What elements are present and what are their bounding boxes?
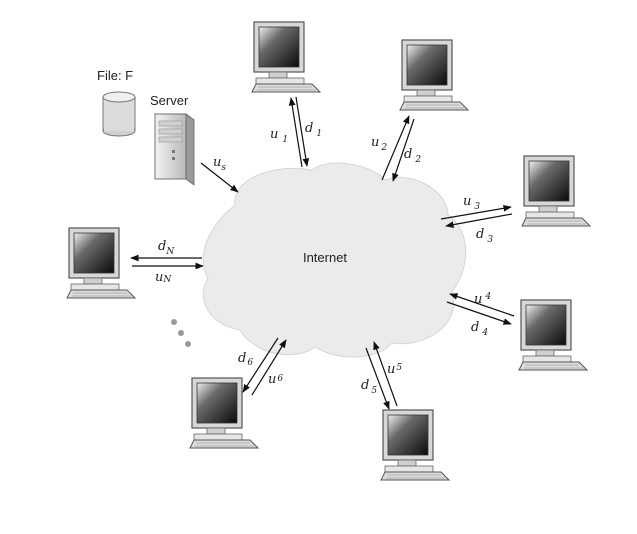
peer-5-computer-icon bbox=[380, 409, 450, 481]
peer-6-upload-label: u6 bbox=[268, 372, 283, 387]
peer-4-computer-icon bbox=[518, 299, 588, 371]
file-label: File: F bbox=[97, 68, 133, 83]
peer-4-download-arrow bbox=[446, 301, 512, 325]
peer-N-upload-label: uN bbox=[155, 270, 172, 285]
peer-5-upload-arrow bbox=[373, 341, 398, 407]
server-label: Server bbox=[150, 93, 189, 108]
server-upload-arrow bbox=[200, 162, 239, 193]
peer-5-download-arrow bbox=[365, 347, 390, 410]
internet-label: Internet bbox=[303, 250, 347, 265]
peer-2-download-arrow bbox=[392, 118, 415, 182]
file-database-icon bbox=[102, 91, 136, 137]
peer-3-upload-arrow bbox=[440, 204, 512, 220]
server-upload-label: us bbox=[213, 155, 226, 173]
peer-3-computer-icon bbox=[521, 155, 591, 227]
more-peers-ellipsis bbox=[171, 319, 191, 347]
internet-cloud bbox=[202, 162, 467, 358]
peer-6-download-label: d6 bbox=[238, 351, 253, 368]
peer-1-upload-arrow bbox=[288, 97, 303, 168]
peer-2-computer-icon bbox=[399, 39, 469, 111]
peer-3-download-arrow bbox=[445, 213, 513, 228]
peer-1-download-arrow bbox=[295, 96, 310, 167]
peer-1-computer-icon bbox=[251, 21, 321, 93]
peer-N-download-label: dN bbox=[158, 239, 175, 257]
peer-N-computer-icon bbox=[66, 227, 136, 299]
peer-6-upload-arrow bbox=[251, 339, 287, 396]
peer-4-upload-arrow bbox=[449, 293, 515, 317]
peer-6-computer-icon bbox=[189, 377, 259, 449]
peer-5-upload-label: u5 bbox=[387, 362, 402, 377]
peer-2-upload-arrow bbox=[381, 115, 410, 181]
peer-6-download-arrow bbox=[242, 337, 279, 393]
server-tower-icon bbox=[153, 113, 196, 186]
